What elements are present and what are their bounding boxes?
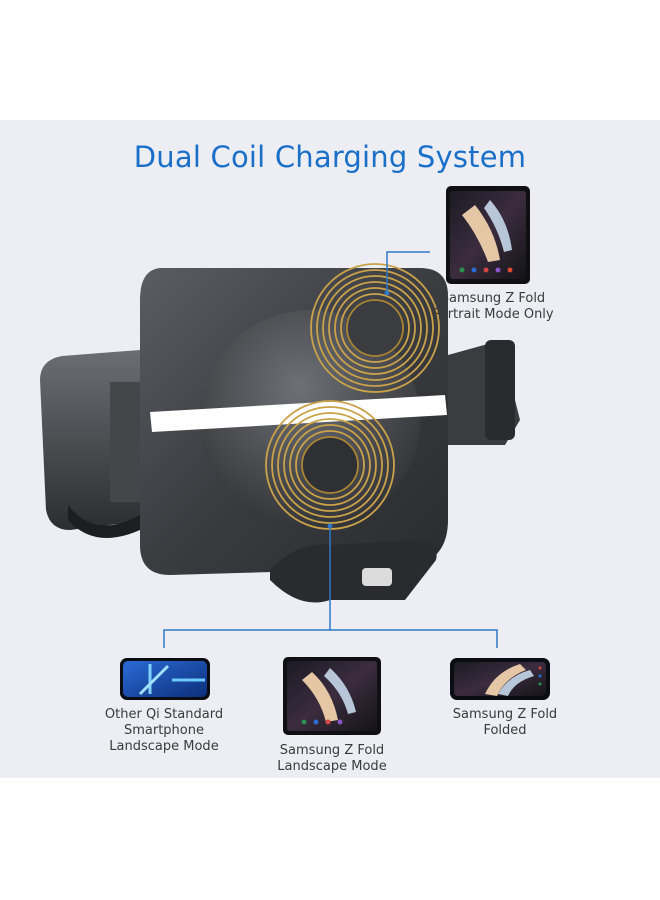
right-clamp-arm (430, 340, 520, 445)
fold-folded-phone-image (450, 658, 550, 700)
page-title: Dual Coil Charging System (133, 140, 527, 174)
standard-smartphone-caption: Other Qi Standard Smartphone Landscape M… (104, 707, 224, 754)
connector-lines (163, 251, 498, 648)
fold-portrait-caption: Samsung Z Fold Portrait Mode Only (432, 291, 554, 322)
fold-landscape-phone-image (283, 657, 381, 735)
standard-smartphone-image (120, 658, 210, 700)
upper-coil-center (348, 301, 402, 355)
upper-charging-coil (310, 263, 440, 393)
fold-folded-caption: Samsung Z Fold Folded (452, 707, 558, 738)
bottom-support (270, 540, 437, 603)
fold-landscape-caption: Samsung Z Fold Landscape Mode (277, 743, 387, 774)
charger-plate (140, 268, 448, 575)
fold-portrait-phone-image (446, 186, 530, 284)
lower-coil-center (303, 438, 357, 492)
